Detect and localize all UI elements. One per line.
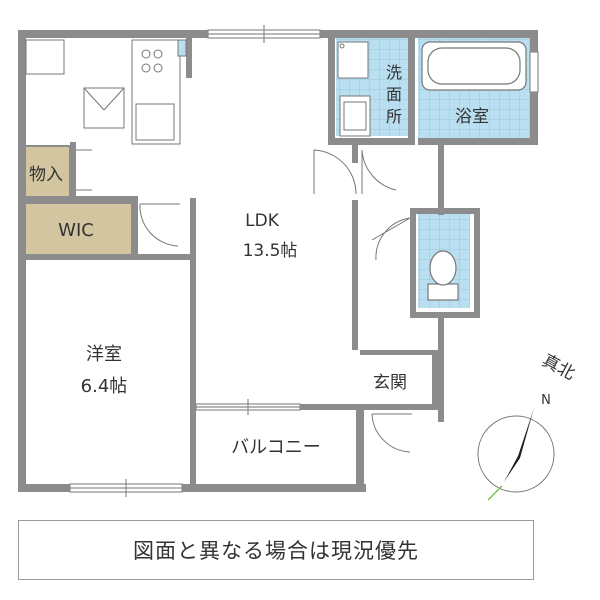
compass: N 真北 xyxy=(477,351,578,501)
notice-text: 図面と異なる場合は現況優先 xyxy=(133,539,419,563)
entrance-label: 玄関 xyxy=(373,373,407,393)
washroom-fixtures xyxy=(337,41,371,137)
ldk-size: 13.5帖 xyxy=(243,241,298,261)
balcony-label: バルコニー xyxy=(231,437,321,458)
washroom-char-2: 面 xyxy=(386,85,402,104)
compass-ring xyxy=(477,415,555,493)
western-room-name: 洋室 xyxy=(86,344,122,365)
wic-closet xyxy=(19,202,133,256)
washroom-char-1: 洗 xyxy=(386,63,402,82)
kitchen-fixtures xyxy=(25,39,187,145)
bathtub xyxy=(421,41,527,91)
wic-label: WIC xyxy=(58,220,94,241)
ldk-name: LDK xyxy=(245,211,280,231)
notice-box: 図面と異なる場合は現況優先 xyxy=(18,520,534,580)
storage-label: 物入 xyxy=(29,165,63,185)
door-swings xyxy=(76,149,412,453)
compass-label: 真北 xyxy=(539,351,578,385)
windows xyxy=(69,25,539,497)
compass-letter: N xyxy=(541,393,551,408)
bath-label: 浴室 xyxy=(455,107,489,127)
toilet xyxy=(427,250,459,301)
compass-needle-accent xyxy=(487,485,503,501)
storage-closet xyxy=(19,145,71,199)
washroom-char-3: 所 xyxy=(386,107,402,126)
western-room-size: 6.4帖 xyxy=(81,376,128,397)
